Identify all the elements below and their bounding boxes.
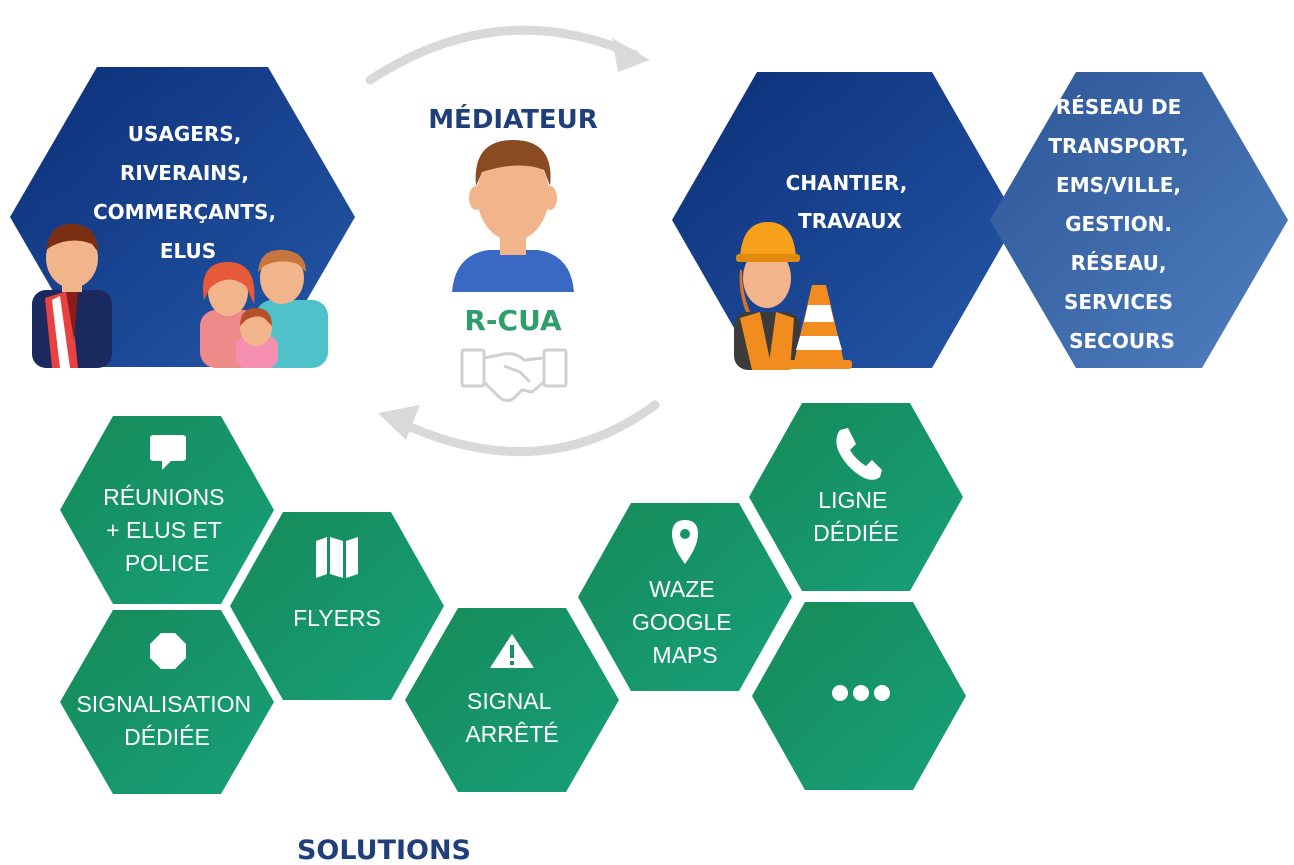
network-hexagon: RÉSEAU DE TRANSPORT, EMS/VILLE, GESTION.… — [990, 72, 1288, 368]
worksite-hexagon: CHANTIER, TRAVAUX — [672, 72, 1017, 370]
users-hexagon: USAGERS, RIVERAINS, COMMERÇANTS, ELUS — [10, 67, 355, 368]
solution-reunions: RÉUNIONS + ELUS ET POLICE — [60, 416, 274, 604]
solution-waze-google-maps: WAZE GOOGLE MAPS — [578, 503, 792, 691]
worksite-label: CHANTIER, TRAVAUX — [786, 171, 915, 233]
svg-text:SIGNAL ARRÊTÉ: SIGNAL ARRÊTÉ — [465, 688, 558, 747]
solution-ligne-dediee: LIGNE DÉDIÉE — [749, 403, 963, 591]
solution-signalisation: SIGNALISATION DÉDIÉE — [60, 610, 274, 794]
traffic-cone-icon — [786, 285, 852, 369]
family-illustration-icon — [200, 249, 328, 368]
map-icon — [316, 537, 358, 578]
speech-bubble-icon — [150, 435, 186, 470]
svg-text:WAZE GOOGLE MAPS: WAZE GOOGLE MAPS — [632, 576, 738, 668]
warning-triangle-icon — [490, 634, 534, 668]
phone-icon — [836, 428, 882, 480]
mayor-illustration-icon — [32, 223, 112, 368]
map-pin-icon — [672, 520, 698, 564]
cycle-arrow-top — [365, 25, 650, 85]
worker-illustration-icon — [734, 222, 800, 370]
cycle-arrow-bottom — [378, 400, 660, 457]
mediator-title: MÉDIATEUR — [428, 103, 598, 135]
mediator-brand: R-CUA — [464, 304, 562, 337]
solution-flyers: FLYERS — [230, 512, 444, 700]
person-icon — [452, 140, 574, 292]
users-label: USAGERS, RIVERAINS, COMMERÇANTS, ELUS — [93, 122, 283, 263]
svg-text:RÉUNIONS + ELUS ET: RÉUNIONS + ELUS ET POLICE — [103, 484, 231, 576]
solutions-title: SOLUTIONS — [297, 835, 471, 865]
svg-text:SIGNALISATION DÉDIÉE: SIGNALISATION DÉDIÉE — [76, 691, 257, 750]
more-dots-icon — [832, 685, 890, 701]
svg-text:FLYERS: FLYERS — [293, 605, 381, 631]
solution-signal-arrete: SIGNAL ARRÊTÉ — [405, 608, 619, 792]
solution-more — [752, 602, 966, 790]
network-label: RÉSEAU DE TRANSPORT, EMS/VILLE, GESTION.… — [1048, 95, 1195, 353]
handshake-icon — [460, 348, 568, 403]
svg-text:LIGNE DÉDIÉE: LIGNE DÉDIÉE — [813, 487, 899, 546]
octagon-icon — [150, 633, 186, 669]
